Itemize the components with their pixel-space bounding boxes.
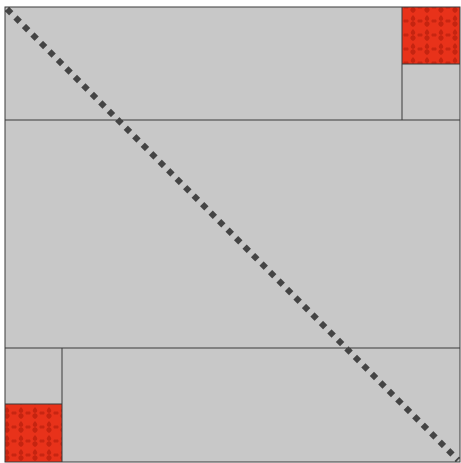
accent-square-bottom-left (5, 404, 62, 462)
accent-square-top-right (402, 7, 460, 64)
